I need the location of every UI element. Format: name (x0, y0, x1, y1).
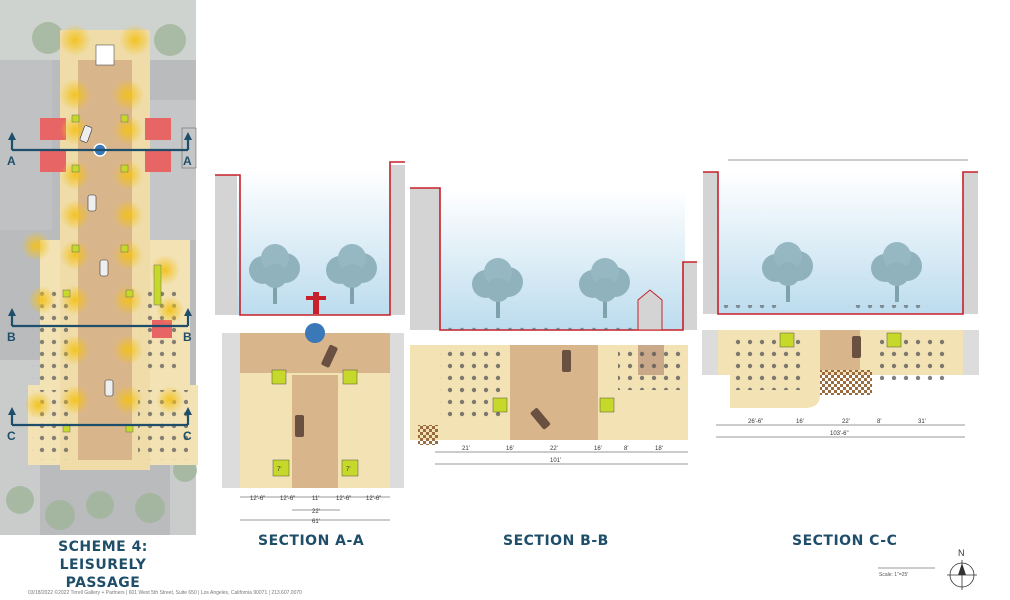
section-c-width-0: 26'-6" (748, 419, 763, 425)
section-b-width-2: 22' (550, 446, 558, 452)
section-b-diagram: 21' 16' 22' 16' 8' 18' 101' (410, 187, 697, 465)
section-a-width-2: 11' (312, 496, 319, 502)
section-c-total: 103'-6" (830, 431, 849, 437)
section-a-subtotal: 22' (312, 509, 320, 515)
section-b-width-4: 8' (624, 446, 628, 452)
section-a-title: SECTION A-A (258, 533, 365, 549)
scheme-title-line-3: PASSAGE (65, 575, 141, 591)
marker-a-left: A (7, 154, 16, 168)
section-c-width-1: 16' (796, 419, 804, 425)
scale-text: Scale: 1"=25' (879, 572, 909, 578)
marker-b-left: B (7, 330, 16, 344)
site-plan (0, 0, 198, 535)
marker-a-right: A (183, 154, 192, 168)
planter-label-right: 7' (346, 467, 350, 473)
section-b-width-0: 21' (462, 446, 470, 452)
section-a-diagram: 7' 7' 12'-6" 12'-6" 11' 12'-6" 12'-6" 22… (215, 161, 405, 525)
scheme-title-line-1: SCHEME 4: (58, 539, 148, 555)
section-b-title: SECTION B-B (503, 533, 609, 549)
planter-label-left: 7' (277, 467, 281, 473)
section-c-title: SECTION C-C (792, 533, 898, 549)
north-arrow-icon (947, 560, 977, 590)
section-a-width-3: 12'-6" (336, 496, 351, 502)
section-c-width-3: 8' (877, 419, 881, 425)
section-c-width-2: 22' (842, 419, 850, 425)
section-c-diagram: 26'-6" 16' 22' 8' 31' 103'-6" (702, 159, 979, 438)
scheme-title-line-2: LEISURELY (59, 557, 147, 573)
section-b-width-3: 16' (594, 446, 602, 452)
section-b-width-5: 18' (655, 446, 663, 452)
section-b-total: 101' (550, 458, 561, 464)
section-a-width-4: 12'-6" (366, 496, 381, 502)
marker-b-right: B (183, 330, 192, 344)
section-a-total: 61' (312, 519, 320, 525)
scheme-title: SCHEME 4: LEISURELY PASSAGE (18, 538, 188, 592)
section-b-width-1: 16' (506, 446, 514, 452)
section-a-width-1: 12'-6" (280, 496, 295, 502)
north-label: N (958, 548, 965, 558)
marker-c-left: C (7, 429, 16, 443)
credit-text: 03/18/2022 ©2022 Tirrell Gallery + Partn… (28, 590, 302, 596)
marker-c-right: C (183, 429, 192, 443)
section-markers (8, 132, 192, 427)
section-a-width-0: 12'-6" (250, 496, 265, 502)
section-c-width-4: 31' (918, 419, 926, 425)
